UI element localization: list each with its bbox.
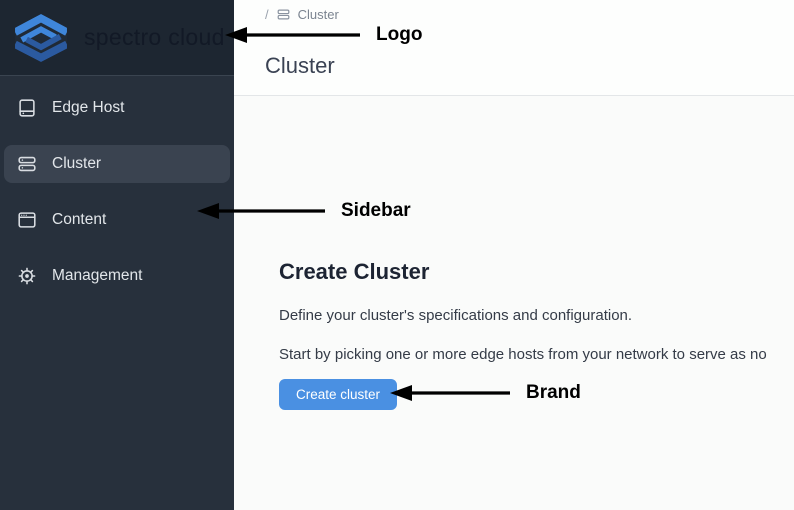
edge-host-icon <box>19 99 35 117</box>
section-title: Create Cluster <box>279 259 430 284</box>
section-description-2: Start by picking one or more edge hosts … <box>279 346 767 363</box>
breadcrumb-item-cluster[interactable]: Cluster <box>297 6 339 22</box>
section-description-1: Define your cluster's specifications and… <box>279 307 633 324</box>
sidebar-item-edge-host[interactable]: Edge Host <box>4 89 230 127</box>
create-cluster-button[interactable]: Create cluster <box>279 379 398 410</box>
cluster-icon <box>277 9 290 19</box>
main-area: / Cluster Cluster Create Cluster Define … <box>234 0 794 510</box>
brand-wordmark: spectro cloud <box>84 24 225 50</box>
sidebar-item-label: Management <box>52 267 143 284</box>
create-cluster-section: Create Cluster Define your cluster's spe… <box>234 96 794 410</box>
page-title: Cluster <box>265 53 335 78</box>
sidebar-nav: Edge Host Cluster Content <box>0 76 234 295</box>
content-icon <box>18 212 36 228</box>
breadcrumb: / Cluster <box>265 5 794 23</box>
sidebar-item-label: Edge Host <box>52 99 125 116</box>
sidebar: spectro cloud Edge Host Cluster <box>0 0 234 510</box>
breadcrumb-separator: / <box>265 6 269 22</box>
sidebar-item-cluster[interactable]: Cluster <box>4 145 230 183</box>
logo-area: spectro cloud <box>0 0 234 76</box>
sidebar-item-label: Cluster <box>52 155 102 172</box>
spectro-cloud-logo-icon <box>15 13 67 62</box>
management-icon <box>18 267 36 285</box>
page-header: / Cluster Cluster <box>234 0 794 96</box>
sidebar-item-content[interactable]: Content <box>4 201 230 239</box>
cluster-icon <box>18 156 36 172</box>
sidebar-item-management[interactable]: Management <box>4 257 230 295</box>
sidebar-item-label: Content <box>52 211 107 228</box>
